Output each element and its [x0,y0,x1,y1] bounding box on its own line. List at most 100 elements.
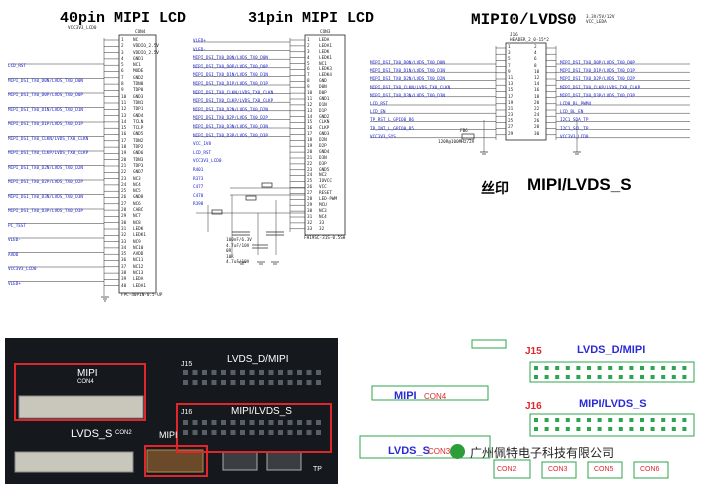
header-pin [211,430,217,435]
photo-label-j15: J15 [181,361,193,368]
pin-signal: GND1 [319,96,330,102]
pin-number: 5 [307,61,310,67]
net-label: MIPI_DSI_TX0_D3N/LVDS_TX0_D3N [193,124,269,130]
pin-signal: D3P [319,161,327,167]
silk-pin [661,418,666,422]
silk-pin [608,366,613,370]
pin-signal: GND5 [319,167,330,173]
pin-number: 22 [307,161,313,167]
header-pin [211,380,217,385]
pin-number: 36 [121,258,127,264]
pin-number: 26 [534,119,540,125]
header-pin [183,370,188,375]
silk-pin [671,418,676,422]
net-label: MIPI_DSI_TX0_D1P/LVDS_TX0_D1P [8,122,84,127]
pin-number: 26 [121,195,127,201]
pin-signal: D3N [319,155,327,161]
pin-number: 9 [121,88,124,94]
pin-number: 19 [307,144,313,150]
silk-pin [597,366,602,370]
lcd40-ref: CON4 [135,30,146,35]
header-pin [268,430,274,435]
pin-signal: NC13 [133,270,144,276]
pin-number: 30 [121,220,127,226]
pin-number: 9 [508,69,511,75]
silk-pin [565,375,570,379]
j16-net-top: VCC_LEDA [586,20,607,25]
silk-pin [650,427,655,431]
lcd31-ref: CON3 [320,30,331,35]
silk-label-j16: J16 [525,401,542,412]
net-label: MIPI_DSI_TX0_D0N/LVDS_TX0_D0N [8,78,84,84]
j16-header [496,42,556,141]
net-label: MIPI_DSI_TX0_CLKN/LVDS_TX0_CLKN [370,85,451,91]
pin-number: 27 [121,201,127,207]
net-label: MIPI_DSI_TX0_D3N/LVDS_TX0_D3N [8,194,84,200]
pin-signal: MODE [133,69,144,75]
pin-number: 16 [307,126,313,132]
pin-signal: TDP2 [133,145,144,151]
pin-number: 11 [508,75,514,81]
pin-number: 3 [121,50,124,56]
pin-number: 13 [307,108,313,114]
pin-signal: TDP3 [133,163,144,169]
silk-pin [682,375,687,379]
pin-signal: NC2 [319,173,327,179]
pin-number: 20 [534,100,540,106]
pin-number: 25 [121,189,127,195]
header-pin [268,380,274,385]
net-label: MIPI_DSI_TX0_D2N/LVDS_TX0_D2N [370,77,446,83]
photo-label-lvds-s: LVDS_S [71,428,113,440]
pin-number: 19 [121,151,127,157]
pin-signal: NC9 [133,239,141,245]
pin-number: 11 [121,100,127,106]
silk-pin [587,427,591,431]
header-pin [287,420,293,425]
net-label: MIPI_DSI_TX0_D2P/LVDS_TX0_D2P [193,116,269,122]
net-label: R398 [193,202,204,208]
header-pin [221,420,226,425]
pin-signal: RESET [319,191,332,197]
header-pin [192,380,198,385]
lcd31-connector [290,34,346,236]
header-pin [221,380,226,385]
pin-signal: D1P [319,108,327,114]
pin-signal: GND6 [133,151,144,157]
pin-signal: NC3 [319,208,327,214]
net-label: MIPI_DSI_TX0_D2N/LVDS_TX0_D2N [193,107,269,113]
lcd40-supply: VCC3V3_LCD0 [68,26,97,31]
pin-number: 26 [307,185,313,191]
pin-number: 1 [508,45,511,50]
net-label: MIPI_DSI_TX0_D0N/LVDS_TX0_D0N [193,56,269,62]
net-label: MIPI_DSI_TX0_D3N/LVDS_TX0_D3N [370,93,446,99]
silk-pin [587,375,591,379]
pin-signal: MCU [319,202,327,208]
header-pin [249,420,255,425]
silk-pin [576,418,581,422]
header-pin [306,430,312,435]
passive-components [211,133,475,249]
silk-pin [608,427,613,431]
pin-signal: GND4 [133,113,144,119]
pin-number: 7 [307,73,310,79]
silk-pin [544,418,549,422]
silk-pin [640,418,644,422]
net-label: MIPI_DSI_TX0_D1P/LVDS_TX0_D1P [193,81,269,87]
header-pin [287,370,293,375]
silk-pin [534,427,538,431]
pin-number: 31 [121,226,127,232]
lcd31-part: FH19SC-31S-0.5SH [304,236,346,241]
header-pin [287,430,293,435]
silk-pin [555,375,560,379]
pin-number: 12 [121,107,127,113]
net-label: LCD_RST [370,101,389,107]
lcd40-title: 40pin MIPI LCD [60,10,187,27]
silk-pin [650,366,655,370]
silk-pin [565,427,570,431]
pin-signal: GND3 [319,132,330,138]
pin-signal: LEDK1 [319,55,332,61]
